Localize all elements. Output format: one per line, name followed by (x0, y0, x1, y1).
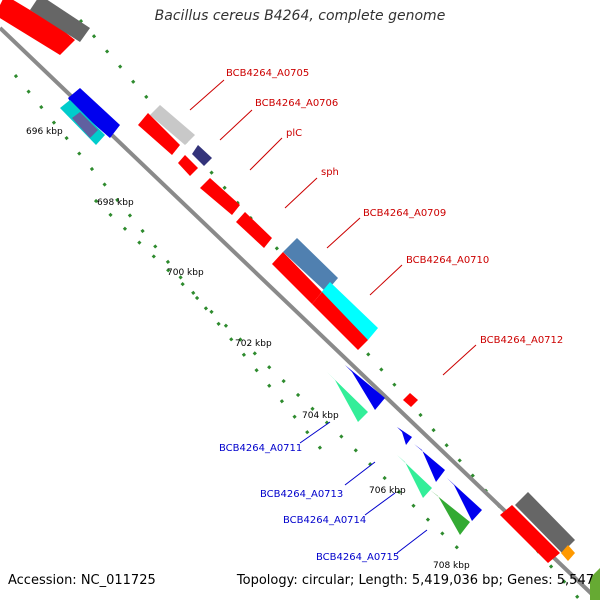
gene-arrow-gray-top (30, 0, 90, 42)
label-bcb4264-a0715: BCB4264_A0715 (316, 552, 399, 563)
gene-arrow-navy-left (72, 112, 98, 138)
gene-arrow-red-a0709 (236, 212, 272, 248)
gene-arrow-red-sph (200, 178, 240, 215)
reverse-gene-labels: BCB4264_A0711 BCB4264_A0713 BCB4264_A071… (219, 443, 399, 563)
gene-arrow-steelblue-a0709 (283, 238, 338, 292)
gene-arrow-red-bottom (500, 505, 560, 563)
leader-sph (284, 177, 318, 209)
gene-arrow-cyan-a0710 (320, 282, 378, 340)
label-bcb4264-a0710: BCB4264_A0710 (406, 255, 489, 266)
map-title: Bacillus cereus B4264, complete genome (154, 8, 446, 24)
leader-a0714 (364, 492, 396, 516)
corner-tab (590, 568, 600, 600)
gene-arrow-orange-bottom (561, 545, 575, 561)
label-bcb4264-a0713: BCB4264_A0713 (260, 489, 343, 500)
label-bcb4264-a0705: BCB4264_A0705 (226, 68, 309, 79)
kbp-ticks: 696 kbp 698 kbp 700 kbp 702 kbp 704 kbp … (26, 127, 470, 571)
gene-arrow-red-a0710b (312, 292, 368, 350)
label-bcb4264-a0711: BCB4264_A0711 (219, 443, 302, 454)
gene-arrow-red-a0710a (272, 252, 322, 304)
gene-arrow-red-top (0, 0, 75, 55)
gene-arrow-blue-a0711 (345, 365, 385, 410)
accession-text: Accession: NC_011725 (8, 573, 156, 588)
leader-a0706 (219, 109, 253, 141)
tick-label-702: 702 kbp (235, 339, 272, 349)
leader-a0715 (396, 529, 428, 554)
reverse-strand-genes (60, 88, 482, 535)
guide-line-1 (13, 74, 332, 461)
gene-arrow-red-plc (178, 155, 198, 176)
gene-arrow-gray-bottom (515, 492, 575, 553)
leader-a0710 (369, 264, 403, 296)
label-bcb4264-a0709: BCB4264_A0709 (363, 208, 446, 219)
genome-summary-text: Topology: circular; Length: 5,419,036 bp… (236, 573, 594, 588)
label-bcb4264-a0712: BCB4264_A0712 (480, 335, 563, 346)
leader-plc (249, 137, 283, 171)
gene-arrow-navy-plc (192, 145, 212, 166)
leader-a0705 (189, 79, 225, 111)
tick-label-704: 704 kbp (302, 411, 339, 421)
tick-label-696: 696 kbp (26, 127, 63, 137)
gene-arrow-mint-a0714 (397, 455, 432, 498)
gene-arrow-green-a0715 (430, 490, 470, 535)
forward-strand-genes (0, 0, 575, 563)
tick-label-708: 708 kbp (433, 561, 470, 571)
gene-arrow-lightgray-a0705 (150, 105, 195, 145)
tick-label-700: 700 kbp (167, 268, 204, 278)
label-sph: sph (321, 167, 339, 178)
gene-arrow-red-a0706 (138, 113, 180, 155)
gene-arrow-blue-a0714 (447, 478, 482, 521)
gene-arrow-blue-left (68, 88, 120, 138)
label-leader-lines (189, 79, 477, 554)
gene-arrow-blue-a0713b (414, 444, 445, 482)
tick-label-698: 698 kbp (97, 198, 134, 208)
gene-arrow-red-a0712 (403, 393, 418, 407)
label-plc: plC (286, 128, 302, 139)
label-bcb4264-a0714: BCB4264_A0714 (283, 515, 366, 526)
label-bcb4264-a0706: BCB4264_A0706 (255, 98, 338, 109)
tick-label-706: 706 kbp (369, 486, 406, 496)
leader-a0711 (299, 421, 331, 444)
leader-a0709 (326, 217, 361, 249)
forward-gene-labels: BCB4264_A0705 BCB4264_A0706 plC sph BCB4… (226, 68, 563, 346)
leader-a0712 (442, 344, 477, 376)
gene-arrow-mint-a0711 (327, 372, 368, 422)
leader-a0713 (344, 461, 376, 486)
gene-arrow-blue-a0713a (397, 427, 412, 445)
